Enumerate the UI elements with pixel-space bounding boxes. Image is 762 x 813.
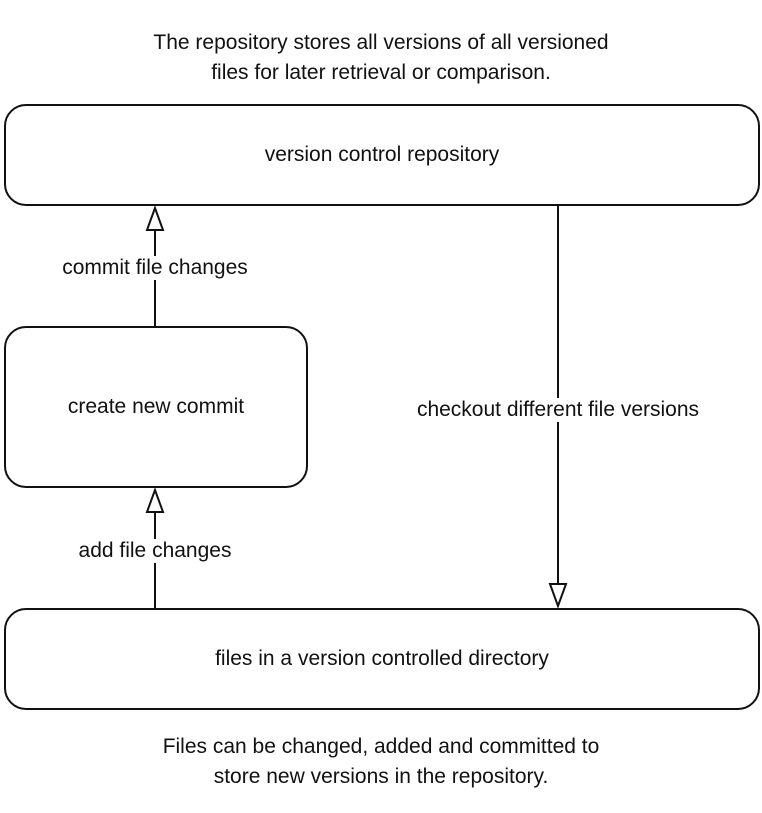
top-caption: The repository stores all versions of al…	[0, 28, 762, 88]
bottom-caption-line-2: store new versions in the repository.	[213, 765, 549, 788]
add-changes-arrowhead	[145, 487, 165, 513]
repository-node: version control repository	[4, 104, 760, 206]
bottom-caption-line-1: Files can be changed, added and committe…	[162, 735, 600, 758]
create-commit-node: create new commit	[4, 326, 308, 488]
create-commit-node-label: create new commit	[67, 395, 245, 418]
repository-node-label: version control repository	[264, 143, 500, 166]
checkout-arrowhead	[548, 583, 568, 609]
top-caption-line-1: The repository stores all versions of al…	[153, 31, 609, 54]
working-directory-node-label: files in a version controlled directory	[215, 647, 549, 670]
working-directory-node: files in a version controlled directory	[4, 608, 760, 710]
checkout-versions-label: checkout different file versions	[414, 398, 702, 422]
commit-changes-arrowhead	[145, 205, 165, 231]
top-caption-line-2: files for later retrieval or comparison.	[211, 61, 551, 84]
bottom-caption: Files can be changed, added and committe…	[0, 732, 762, 792]
add-changes-label: add file changes	[76, 539, 234, 563]
commit-changes-label: commit file changes	[60, 256, 250, 280]
